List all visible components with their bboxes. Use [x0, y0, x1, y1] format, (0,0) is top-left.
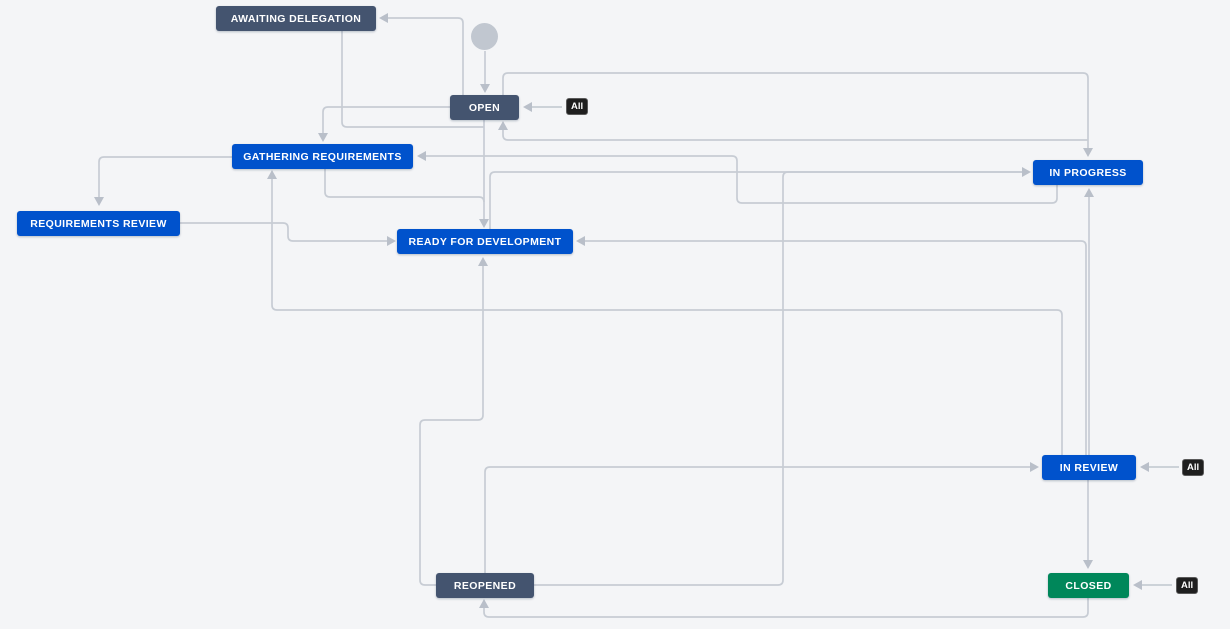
- transition-awaiting-delegation-to-ready[interactable]: [341, 31, 484, 128]
- arrow-down-icon: [479, 219, 489, 228]
- edge-line: [502, 130, 1088, 141]
- edge-line: [322, 106, 450, 134]
- arrow-down-icon: [1083, 148, 1093, 157]
- edge-line: [426, 155, 1058, 204]
- edge-line: [271, 179, 1063, 455]
- node-open[interactable]: OPEN: [450, 95, 519, 120]
- transition-in-review-to-ready[interactable]: [576, 236, 1087, 455]
- arrow-up-icon: [498, 121, 508, 130]
- start-node-circle[interactable]: [471, 23, 498, 50]
- arrow-right-icon: [387, 236, 396, 246]
- transition-gathering-to-requirements-review[interactable]: [94, 156, 232, 206]
- transition-open-to-ready[interactable]: [479, 120, 489, 228]
- transition-all-to-open[interactable]: [523, 102, 562, 112]
- arrow-left-icon: [379, 13, 388, 23]
- edge-line: [324, 169, 485, 203]
- arrow-up-icon: [1084, 188, 1094, 197]
- transition-in-progress-to-open[interactable]: [498, 121, 1088, 141]
- transition-gathering-to-ready[interactable]: [324, 169, 485, 203]
- transition-requirements-review-to-ready[interactable]: [180, 222, 396, 246]
- edge-line: [534, 171, 1022, 586]
- transition-all-to-in-review[interactable]: [1140, 462, 1179, 472]
- node-awaiting-delegation[interactable]: AWAITING DELEGATION: [216, 6, 376, 31]
- edge-line: [483, 598, 1089, 618]
- arrow-left-icon: [1133, 580, 1142, 590]
- node-in-progress[interactable]: IN PROGRESS: [1033, 160, 1143, 185]
- node-requirements-review[interactable]: REQUIREMENTS REVIEW: [17, 211, 180, 236]
- arrow-down-icon: [94, 197, 104, 206]
- transition-in-review-to-in-progress[interactable]: [1084, 188, 1094, 455]
- arrow-up-icon: [479, 599, 489, 608]
- transition-start-to-open[interactable]: [480, 51, 490, 93]
- transition-closed-to-reopened[interactable]: [479, 598, 1089, 618]
- transition-reopened-to-in-progress[interactable]: [534, 171, 1022, 586]
- arrow-up-icon: [478, 257, 488, 266]
- arrow-down-icon: [318, 133, 328, 142]
- transition-open-to-gathering[interactable]: [318, 106, 450, 142]
- node-reopened[interactable]: REOPENED: [436, 573, 534, 598]
- arrow-left-icon: [417, 151, 426, 161]
- transition-open-to-in-progress[interactable]: [502, 72, 1093, 157]
- node-in-review[interactable]: IN REVIEW: [1042, 455, 1136, 480]
- edge-line: [98, 156, 232, 198]
- arrow-left-icon: [576, 236, 585, 246]
- transition-in-review-to-gathering[interactable]: [267, 170, 1063, 455]
- edge-line: [341, 31, 484, 128]
- transition-reopened-to-in-review[interactable]: [484, 462, 1039, 573]
- arrow-up-icon: [267, 170, 277, 179]
- global-transition-badge-in-review[interactable]: All: [1182, 459, 1205, 476]
- edge-line: [419, 266, 484, 586]
- edge-line: [489, 171, 1022, 229]
- edge-line: [180, 222, 387, 242]
- global-transition-badge-open[interactable]: All: [566, 98, 589, 115]
- transition-in-progress-to-gathering[interactable]: [417, 151, 1058, 204]
- arrow-down-icon: [1083, 560, 1093, 569]
- transition-ready-to-in-progress[interactable]: [489, 167, 1031, 229]
- global-transition-badge-closed[interactable]: All: [1176, 577, 1199, 594]
- arrow-right-icon: [1022, 167, 1031, 177]
- arrow-right-icon: [1030, 462, 1039, 472]
- node-gathering-requirements[interactable]: GATHERING REQUIREMENTS: [232, 144, 413, 169]
- arrow-left-icon: [1140, 462, 1149, 472]
- edge-line: [388, 17, 464, 95]
- edge-line: [585, 240, 1087, 455]
- edge-line: [484, 466, 1030, 573]
- node-closed[interactable]: CLOSED: [1048, 573, 1129, 598]
- transition-all-to-closed[interactable]: [1133, 580, 1172, 590]
- transition-reopened-to-ready[interactable]: [419, 257, 488, 586]
- arrow-down-icon: [480, 84, 490, 93]
- transition-open-to-awaiting-delegation[interactable]: [379, 13, 464, 95]
- arrow-left-icon: [523, 102, 532, 112]
- edge-line: [502, 72, 1089, 148]
- transition-in-review-to-closed[interactable]: [1083, 480, 1093, 569]
- node-ready-for-development[interactable]: READY FOR DEVELOPMENT: [397, 229, 573, 254]
